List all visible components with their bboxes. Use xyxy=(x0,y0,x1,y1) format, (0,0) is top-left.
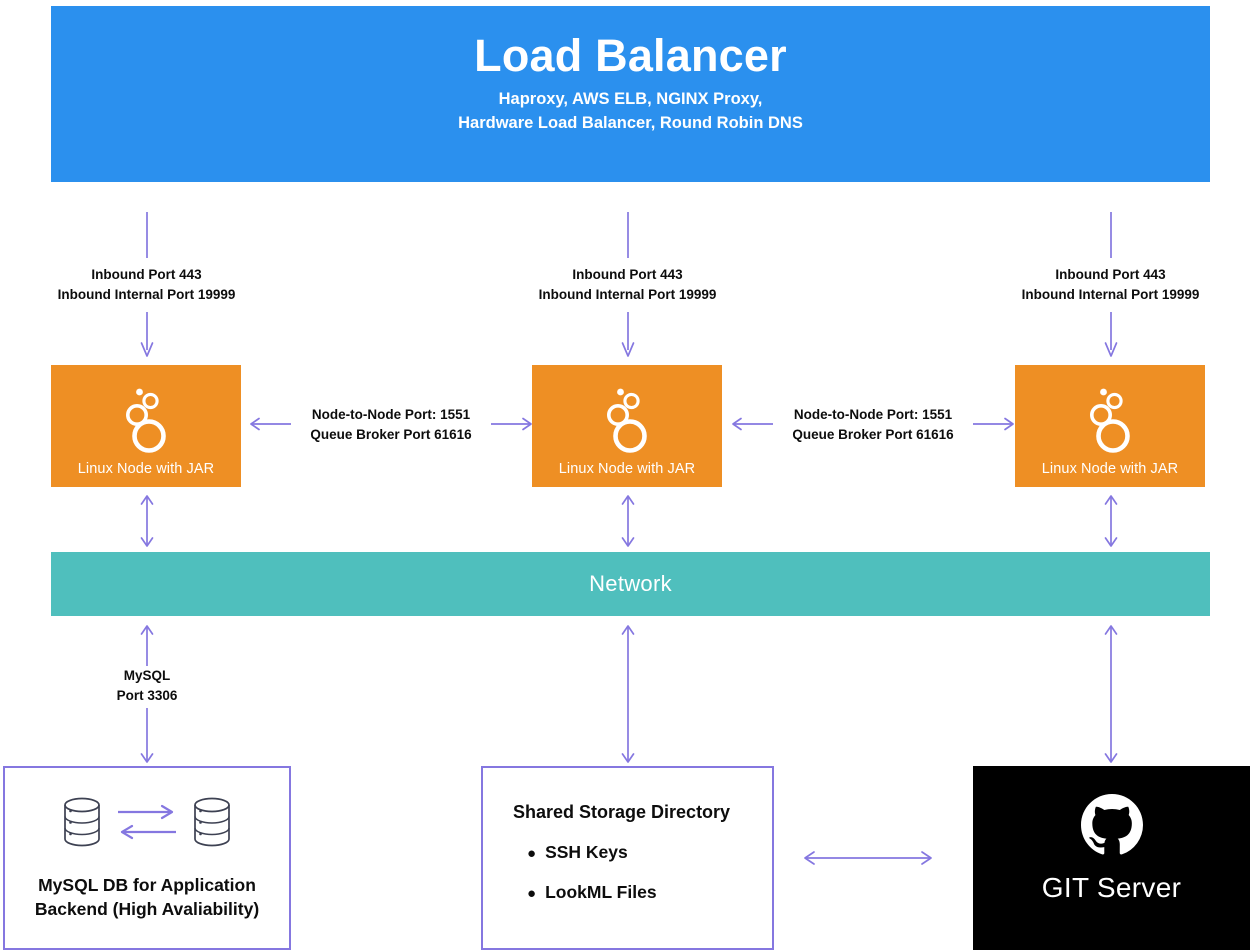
mysql-db-caption: MySQL DB for Application Backend (High A… xyxy=(35,874,259,921)
node-to-node-label-2-line-1: Node-to-Node Port: 1551 xyxy=(793,407,953,422)
mysql-connector-arrow-lower xyxy=(140,708,154,763)
node-to-node-arrow-right-1 xyxy=(491,417,532,431)
inbound-label-2-line-1: Inbound Port 443 xyxy=(572,267,683,282)
shared-storage-item-ssh-keys-label: SSH Keys xyxy=(545,842,628,862)
linux-node-3-label: Linux Node with JAR xyxy=(1041,461,1179,477)
node-3-network-arrow xyxy=(1104,495,1118,547)
git-server-block[interactable]: GIT Server xyxy=(973,766,1250,950)
shared-storage-item-ssh-keys[interactable]: ● SSH Keys xyxy=(527,842,772,863)
github-octocat-icon xyxy=(1080,794,1143,856)
mysql-connector-label-line-1: MySQL xyxy=(123,668,171,683)
inbound-arrow-line-node-3 xyxy=(1104,212,1118,357)
database-cylinder-icon xyxy=(60,796,104,848)
node-to-node-label-1-line-2: Queue Broker Port 61616 xyxy=(310,426,472,442)
inbound-label-3-line-2: Inbound Internal Port 19999 xyxy=(1021,286,1200,302)
shared-storage-block[interactable]: Shared Storage Directory ● SSH Keys ● Lo… xyxy=(481,766,774,950)
storage-git-arrow xyxy=(804,851,932,865)
linux-node-3[interactable]: Linux Node with JAR xyxy=(1015,365,1205,487)
load-balancer-subtitle-line-1: Haproxy, AWS ELB, NGINX Proxy, xyxy=(498,90,763,109)
load-balancer-subtitle-line-2: Hardware Load Balancer, Round Robin DNS xyxy=(458,114,803,133)
node-to-node-label-1: Node-to-Node Port: 1551 Queue Broker Por… xyxy=(291,405,491,444)
inbound-arrow-line-node-2 xyxy=(621,212,635,357)
load-balancer-subtitle: Haproxy, AWS ELB, NGINX Proxy, Hardware … xyxy=(458,88,803,136)
bullet-dot-icon: ● xyxy=(527,885,537,902)
bullet-dot-icon: ● xyxy=(527,845,537,862)
inbound-connector-label-node-2: Inbound Port 443 Inbound Internal Port 1… xyxy=(481,265,774,304)
linux-node-1-label: Linux Node with JAR xyxy=(77,461,215,477)
mysql-connector-label: MySQL Port 3306 xyxy=(46,666,248,705)
inbound-label-1-line-2: Inbound Internal Port 19999 xyxy=(57,286,236,302)
network-label: Network xyxy=(589,571,672,596)
mysql-db-caption-line-1: MySQL DB for Application xyxy=(38,875,256,895)
shared-storage-title: Shared Storage Directory xyxy=(513,802,731,822)
load-balancer-block[interactable]: Load Balancer Haproxy, AWS ELB, NGINX Pr… xyxy=(51,6,1210,182)
inbound-label-2-line-2: Inbound Internal Port 19999 xyxy=(538,286,717,302)
node-2-network-arrow xyxy=(621,495,635,547)
linux-node-2[interactable]: Linux Node with JAR xyxy=(532,365,722,487)
mysql-db-caption-line-2: Backend (High Avaliability) xyxy=(34,898,260,919)
shared-storage-item-lookml-files[interactable]: ● LookML Files xyxy=(527,882,772,903)
inbound-arrow-line-node-1 xyxy=(140,212,154,357)
mysql-db-block[interactable]: MySQL DB for Application Backend (High A… xyxy=(3,766,291,950)
mysql-connector-arrow-upper xyxy=(140,625,154,666)
bidirectional-replication-arrows xyxy=(116,798,178,846)
looker-logo-icon xyxy=(123,385,169,455)
looker-logo-icon xyxy=(604,385,650,455)
git-server-label: GIT Server xyxy=(1041,872,1182,903)
load-balancer-title: Load Balancer xyxy=(474,30,787,81)
inbound-connector-label-node-3: Inbound Port 443 Inbound Internal Port 1… xyxy=(964,265,1251,304)
shared-storage-item-lookml-files-label: LookML Files xyxy=(545,882,657,902)
node-to-node-arrow-right-2 xyxy=(973,417,1014,431)
mysql-connector-label-line-2: Port 3306 xyxy=(116,687,178,703)
linux-node-2-label: Linux Node with JAR xyxy=(558,461,696,477)
node-to-node-label-2: Node-to-Node Port: 1551 Queue Broker Por… xyxy=(773,405,973,444)
looker-logo-icon xyxy=(1087,385,1133,455)
linux-node-1[interactable]: Linux Node with JAR xyxy=(51,365,241,487)
network-storage-arrow xyxy=(621,625,635,763)
node-to-node-arrow-left-2 xyxy=(732,417,773,431)
inbound-connector-label-node-1: Inbound Port 443 Inbound Internal Port 1… xyxy=(0,265,293,304)
node-to-node-label-1-line-1: Node-to-Node Port: 1551 xyxy=(311,407,471,422)
node-to-node-label-2-line-2: Queue Broker Port 61616 xyxy=(792,426,954,442)
network-git-arrow xyxy=(1104,625,1118,763)
database-cylinder-icon xyxy=(190,796,234,848)
inbound-label-1-line-1: Inbound Port 443 xyxy=(91,267,202,282)
inbound-label-3-line-1: Inbound Port 443 xyxy=(1055,267,1166,282)
node-to-node-arrow-left-1 xyxy=(250,417,291,431)
network-block[interactable]: Network xyxy=(51,552,1210,616)
mysql-db-icon-group xyxy=(60,796,234,848)
node-1-network-arrow xyxy=(140,495,154,547)
